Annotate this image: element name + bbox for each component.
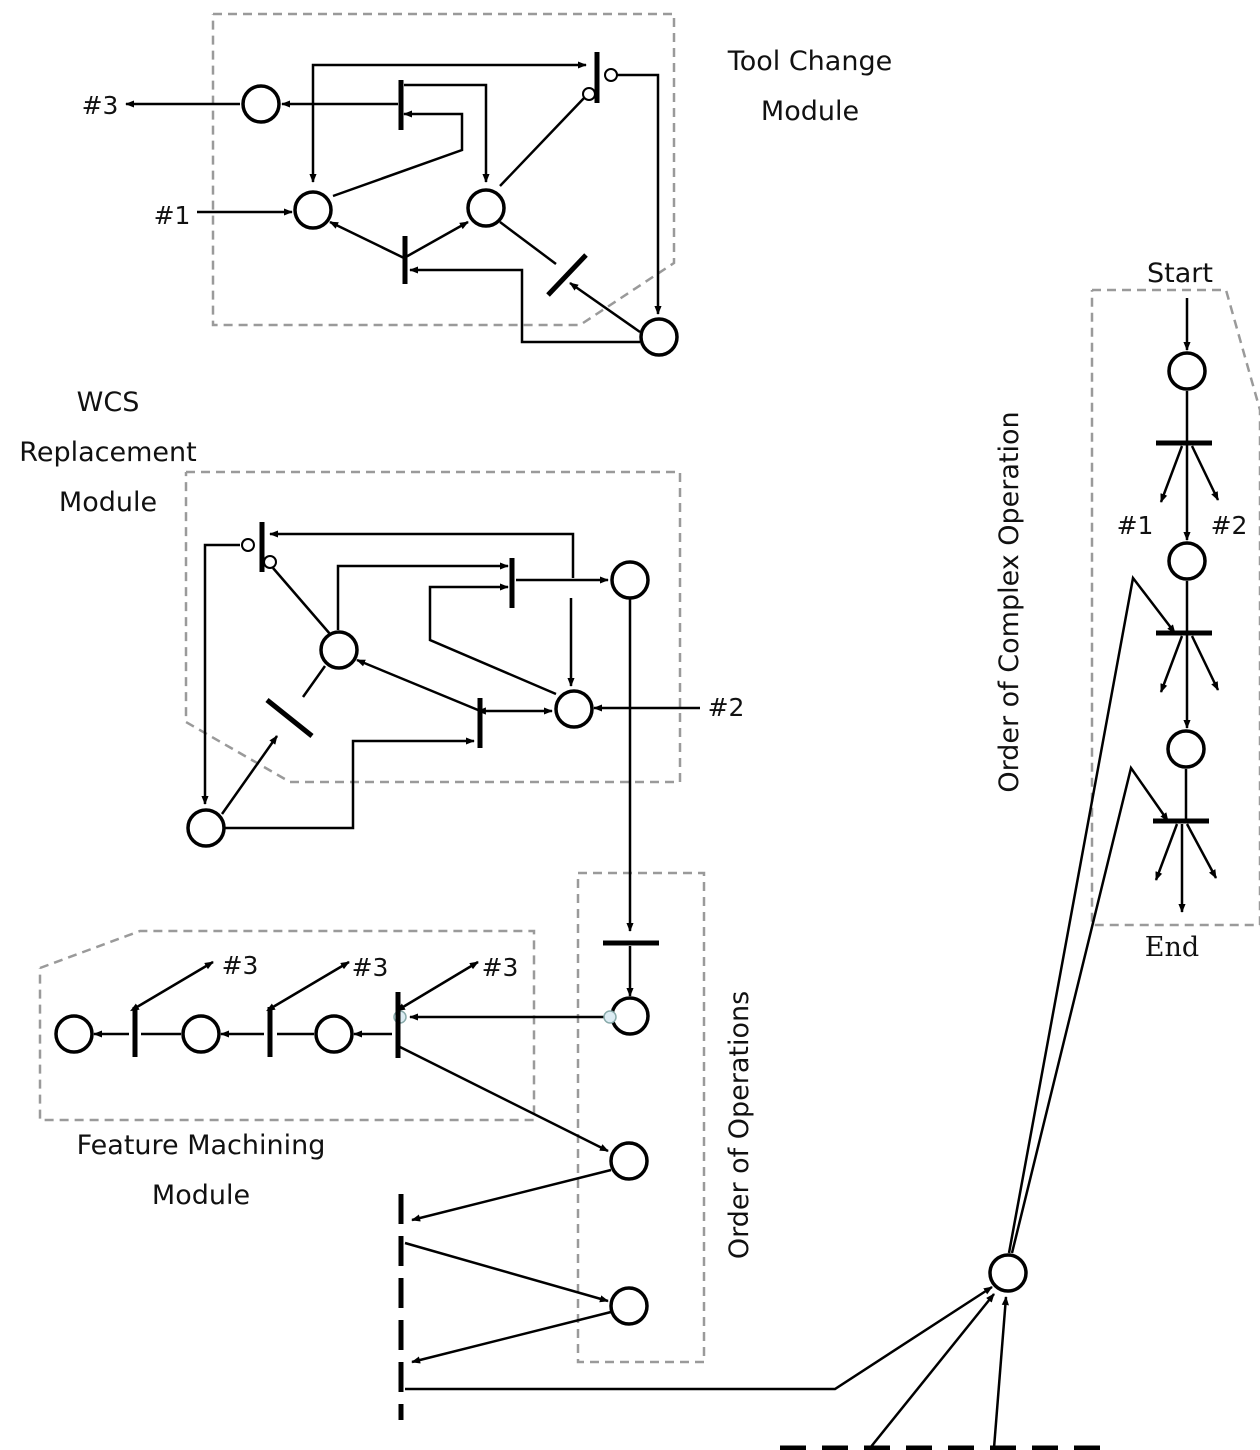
ref-3-feature-c: #3 (482, 953, 519, 982)
order-operations-label: Order of Operations (724, 991, 755, 1259)
feature-place-3 (314, 1014, 354, 1054)
tool-change-module-boundary (211, 12, 676, 327)
tool-place-output (241, 84, 281, 124)
ref-2-wcs: #2 (708, 693, 745, 722)
wcs-net (186, 522, 700, 932)
wcs-place-b (554, 689, 594, 729)
tool-change-net (125, 52, 679, 357)
wcs-title-line1: WCS (77, 387, 140, 418)
wcs-place-top (610, 560, 650, 600)
wcs-module-boundary (184, 470, 682, 784)
feature-title-line2: Module (152, 1180, 250, 1211)
complex-place-3 (1166, 729, 1206, 769)
end-label: End (1145, 932, 1199, 963)
ops-place-3 (609, 1286, 649, 1326)
wcs-place-c (186, 808, 226, 848)
feature-place-1 (54, 1014, 94, 1054)
complex-net (780, 298, 1220, 1450)
ref-1-tool: #1 (154, 201, 191, 230)
tool-place-c (639, 317, 679, 357)
tool-place-a (293, 190, 333, 230)
start-label: Start (1147, 258, 1213, 289)
order-complex-label: Order of Complex Operation (994, 411, 1025, 792)
ref-3-tool: #3 (82, 91, 119, 120)
ref-1-complex: #1 (1117, 511, 1154, 540)
operations-net (54, 940, 993, 1420)
ref-2-complex: #2 (1211, 511, 1248, 540)
ops-place-1 (610, 996, 650, 1036)
ref-3-feature-a: #3 (222, 951, 259, 980)
complex-bottom-place (988, 1253, 1028, 1293)
complex-place-2 (1167, 541, 1207, 581)
order-complex-boundary (1090, 288, 1260, 927)
tool-change-title-line1: Tool Change (727, 46, 892, 77)
ops-place-2 (609, 1141, 649, 1181)
feature-title-line1: Feature Machining (77, 1130, 326, 1161)
wcs-title-line2: Replacement (19, 437, 196, 468)
tool-place-b (466, 188, 506, 228)
ref-3-feature-b: #3 (352, 953, 389, 982)
wcs-place-a (319, 630, 359, 670)
order-operations-boundary (576, 871, 706, 1364)
feature-place-2 (181, 1014, 221, 1054)
feature-module-boundary (38, 929, 536, 1122)
tool-change-title-line2: Module (761, 96, 859, 127)
wcs-title-line3: Module (59, 487, 157, 518)
complex-place-1 (1167, 351, 1207, 391)
